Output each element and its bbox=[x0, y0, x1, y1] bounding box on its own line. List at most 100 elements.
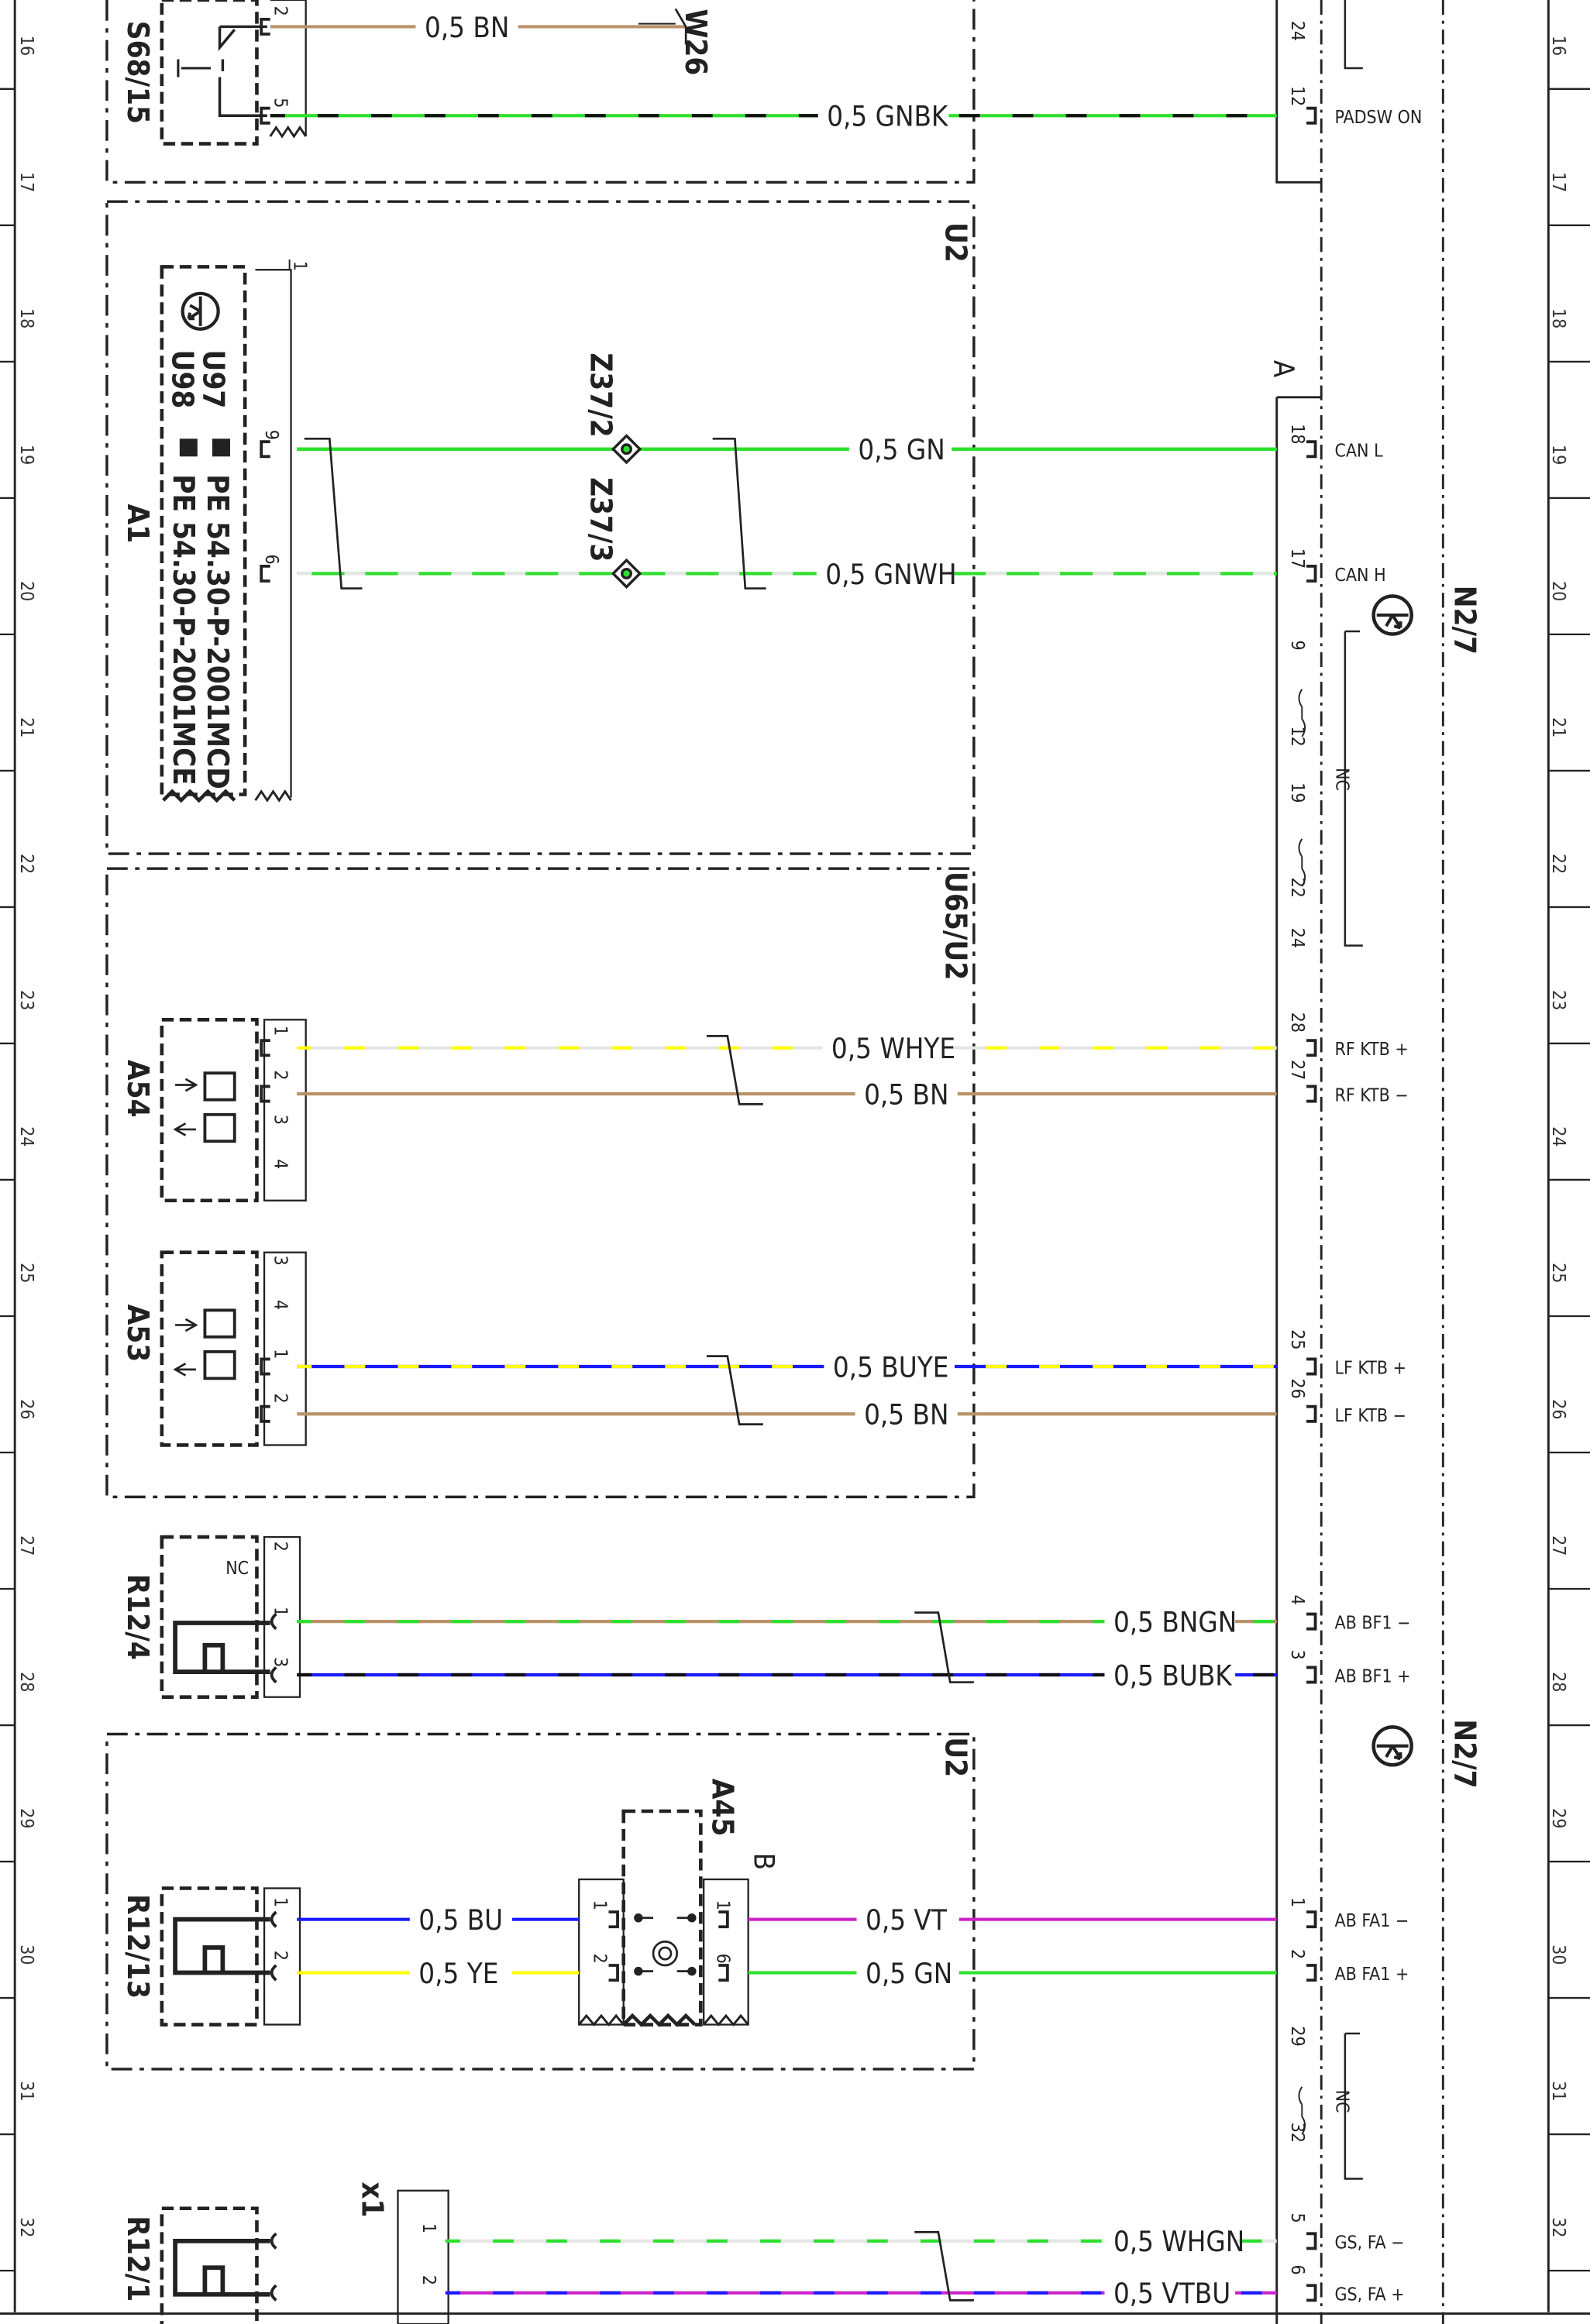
wire-label-5: 0,5 GNWH bbox=[825, 558, 956, 591]
grid-row-right-19: 19 bbox=[1548, 445, 1568, 465]
comp-pin-4: 6 bbox=[261, 555, 281, 565]
n27-pin-stubs bbox=[260, 17, 1317, 2302]
comp-pin-2: 1 bbox=[289, 261, 309, 271]
comp-a53: A53 bbox=[120, 1305, 155, 1363]
wire-14: 0,5 VT bbox=[748, 1901, 1277, 1937]
wire-label-13: 0,5 YE bbox=[418, 1957, 498, 1990]
wire-9: 0,5 BN bbox=[297, 1396, 1277, 1432]
wire-label-9: 0,5 BN bbox=[864, 1398, 948, 1432]
wire-label-6: 0,5 WHYE bbox=[831, 1032, 955, 1065]
grid-row-right-29: 29 bbox=[1548, 1808, 1568, 1828]
wire-11: 0,5 BUBK bbox=[297, 1657, 1277, 1693]
n27-bus-icon-2 bbox=[1374, 1727, 1412, 1765]
grid-row-right-28: 28 bbox=[1548, 1672, 1568, 1692]
n27-pin-11: 25 bbox=[1287, 1329, 1307, 1349]
n27-pin-8: 24 bbox=[1287, 928, 1307, 948]
n27-signal-1: CAN L bbox=[1334, 441, 1383, 461]
n27-pin-16: 2 bbox=[1287, 1949, 1307, 1959]
grid-row-right-30: 30 bbox=[1548, 1944, 1568, 1965]
grid-row-32: 32 bbox=[16, 2217, 36, 2237]
book-icon bbox=[179, 438, 230, 457]
a54-box bbox=[160, 1018, 259, 1203]
nc-brackets bbox=[1344, 0, 1363, 2180]
n27-pin-5: 12 bbox=[1287, 727, 1307, 747]
grid-row-right-16: 16 bbox=[1548, 36, 1568, 56]
comp-pin-11: 1 bbox=[270, 1349, 290, 1359]
comp-pin-18: 1 bbox=[589, 1900, 609, 1910]
module-u2-2: U2 bbox=[938, 1737, 972, 1777]
comp-pin-9: 3 bbox=[270, 1256, 290, 1266]
comp-pin-17: 2 bbox=[270, 1951, 290, 1961]
comp-pin-6: 2 bbox=[270, 1070, 290, 1080]
comp-n27-2: N2/7 bbox=[1447, 1719, 1482, 1788]
grid-row-23: 23 bbox=[16, 990, 36, 1010]
n27-pin-6: 19 bbox=[1287, 782, 1307, 803]
wire-0: 0,5 BN bbox=[270, 9, 687, 45]
wire-15: 0,5 GN bbox=[748, 1954, 1277, 1991]
wire-label-11: 0,5 BUBK bbox=[1113, 1659, 1233, 1692]
comp-pin-15: 3 bbox=[270, 1657, 290, 1667]
grid-row-25: 25 bbox=[16, 1263, 36, 1283]
n27-signal-9: AB FA1 − bbox=[1334, 1911, 1409, 1931]
grid-row-right-18: 18 bbox=[1548, 308, 1568, 328]
comp-pin-21: 6 bbox=[712, 1954, 732, 1964]
n27-pin-15: 1 bbox=[1287, 1897, 1307, 1907]
wire-3: 0,5 GN bbox=[297, 431, 1277, 467]
grid-row-right-24: 24 bbox=[1548, 1126, 1568, 1147]
module-boxes bbox=[105, 0, 976, 2071]
n27-pin-4: 9 bbox=[1287, 641, 1307, 651]
comp-pin-22: 1 bbox=[418, 2223, 439, 2233]
comp-pin-16: 1 bbox=[270, 1897, 290, 1907]
wire-label-12: 0,5 BU bbox=[418, 1903, 503, 1937]
wire-label-3: 0,5 GN bbox=[858, 433, 945, 466]
n27-pin-1: 12 bbox=[1287, 86, 1307, 106]
n27-signal-4: RF KTB − bbox=[1334, 1086, 1408, 1106]
comp-pin-3: 9 bbox=[261, 430, 281, 440]
n27-frame bbox=[1275, 0, 1444, 2324]
connector-x1: x1 bbox=[354, 2181, 389, 2217]
n27-signal-6: LF KTB − bbox=[1334, 1406, 1406, 1426]
connector-blocks bbox=[255, 0, 749, 2324]
wire-1: 0,5 GNBK bbox=[270, 98, 1277, 134]
grid-row-27: 27 bbox=[16, 1535, 36, 1556]
n27-signal-11: GS, FA − bbox=[1334, 2233, 1404, 2253]
module-u65-u2: U65/U2 bbox=[938, 871, 972, 980]
comp-s68-15: S68/15 bbox=[120, 21, 155, 124]
wire-label-8: 0,5 BUYE bbox=[833, 1350, 949, 1384]
comp-pin-5: 1 bbox=[270, 1026, 290, 1036]
s68-box bbox=[160, 0, 259, 146]
wire-16: 0,5 WHGN bbox=[445, 2223, 1277, 2259]
comp-w26: W26 bbox=[678, 9, 713, 75]
grid-row-16: 16 bbox=[16, 36, 36, 56]
grid-row-29: 29 bbox=[16, 1808, 36, 1828]
splice-diamonds bbox=[611, 434, 642, 590]
a1-code-2: U98 bbox=[164, 350, 199, 409]
a53-box bbox=[160, 1250, 259, 1447]
comp-pin-12: 2 bbox=[270, 1393, 290, 1403]
a1-code-1: U97 bbox=[195, 350, 230, 409]
wire-label-0: 0,5 BN bbox=[425, 11, 509, 44]
grid-row-21: 21 bbox=[16, 717, 36, 737]
comp-pin-19: 2 bbox=[589, 1954, 609, 1964]
comp-pin-8: 4 bbox=[270, 1159, 290, 1169]
nc-label-1: NC bbox=[1331, 768, 1351, 791]
a1-code-4: PE 54.30-P-2001MCE bbox=[166, 474, 201, 786]
n27-pin-18: 32 bbox=[1287, 2123, 1307, 2143]
wire-5: 0,5 GNWH bbox=[297, 555, 1277, 592]
grid-row-31: 31 bbox=[16, 2081, 36, 2101]
wavy-edges bbox=[162, 125, 749, 2027]
grid-row-right-17: 17 bbox=[1548, 172, 1568, 192]
grid-row-22: 22 bbox=[16, 854, 36, 874]
grid-row-right-25: 25 bbox=[1548, 1263, 1568, 1283]
n27-signal-12: GS, FA + bbox=[1334, 2284, 1404, 2305]
n27-signal-7: AB BF1 − bbox=[1334, 1614, 1410, 1634]
wire-12: 0,5 BU bbox=[297, 1901, 580, 1937]
connector-a: A bbox=[1267, 360, 1300, 378]
grid-row-28: 28 bbox=[16, 1672, 36, 1692]
wire-label-14: 0,5 VT bbox=[866, 1903, 948, 1937]
n27-pin-20: 6 bbox=[1287, 2264, 1307, 2274]
comp-pin-0: 2 bbox=[270, 6, 290, 16]
n27-pin-17: 29 bbox=[1287, 2026, 1307, 2046]
